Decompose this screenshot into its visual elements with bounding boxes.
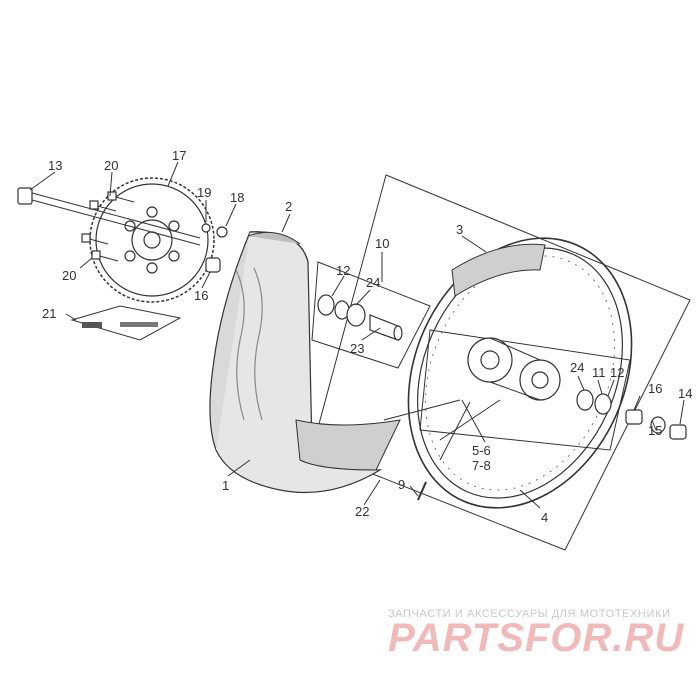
callout-16-right: 16 (648, 381, 662, 396)
sprocket-bolts (81, 191, 135, 262)
callout-17: 17 (172, 148, 186, 163)
callout-5-6: 5-6 (472, 443, 491, 458)
callout-20-top: 20 (104, 158, 118, 173)
hub-guide-frame (419, 329, 631, 451)
hub (467, 337, 561, 401)
callout-15: 15 (648, 423, 662, 438)
leader-lines (29, 161, 685, 509)
callout-24-left: 24 (366, 275, 380, 290)
callout-7-8: 7-8 (472, 458, 491, 473)
callout-10: 10 (375, 236, 389, 251)
tire (209, 231, 401, 494)
callout-11: 11 (592, 365, 606, 380)
washer-19 (201, 223, 211, 233)
valve-9 (417, 481, 427, 501)
callout-12-right: 12 (610, 365, 624, 380)
assembly-frame (311, 174, 691, 551)
axle-components (317, 294, 403, 341)
callout-24-right: 24 (570, 360, 584, 375)
callout-9: 9 (398, 477, 405, 492)
right-side-components (576, 389, 687, 440)
callout-19: 19 (197, 185, 211, 200)
callout-20-bottom: 20 (62, 268, 76, 283)
callout-18: 18 (230, 190, 244, 205)
callout-22: 22 (355, 504, 369, 519)
callout-16-left: 16 (194, 288, 208, 303)
callout-1: 1 (222, 478, 229, 493)
axle-guide-frame (311, 261, 431, 369)
callout-13: 13 (48, 158, 62, 173)
spacer-16-left (205, 257, 221, 273)
nut-18 (216, 226, 228, 238)
callout-12-left: 12 (336, 263, 350, 278)
callout-4: 4 (541, 510, 548, 525)
watermark-brand: PARTSFOR.RU (388, 616, 684, 660)
callout-3: 3 (456, 222, 463, 237)
watermark-tagline: ЗАПЧАСТИ И АКСЕССУАРЫ ДЛЯ МОТОТЕХНИКИ (388, 608, 670, 620)
callout-23: 23 (350, 341, 364, 356)
axle-shaft (17, 187, 201, 246)
spokes (383, 399, 501, 461)
callout-14: 14 (678, 386, 692, 401)
callout-2: 2 (285, 199, 292, 214)
parts-bag-21 (70, 305, 182, 341)
sprocket (89, 177, 215, 303)
callout-21: 21 (42, 306, 56, 321)
